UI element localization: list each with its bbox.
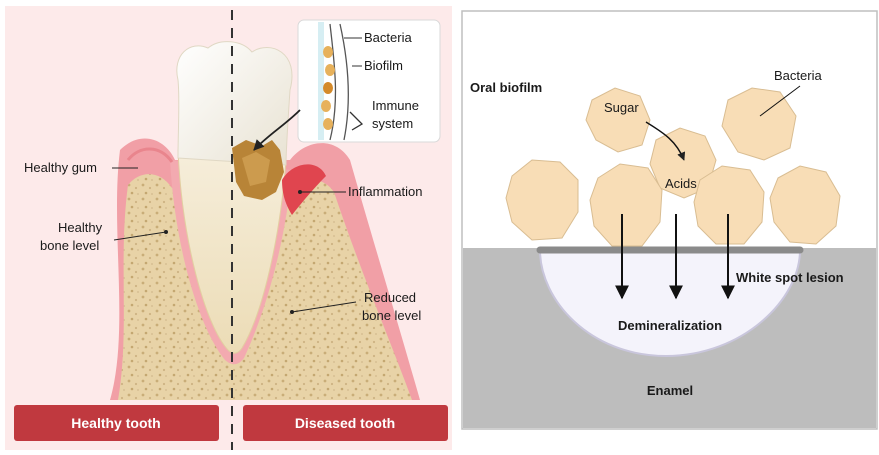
inset-bacterium <box>323 46 333 58</box>
bacterium-cell <box>590 164 662 246</box>
inset-bacterium <box>323 118 333 130</box>
inset-bacteria-label: Bacteria <box>364 30 412 45</box>
healthy-bone-label-line1: Healthy <box>58 220 103 235</box>
acids-label: Acids <box>665 176 697 191</box>
leader-dot <box>290 310 294 314</box>
healthy-bone-label-line2: bone level <box>40 238 99 253</box>
reduced-bone-label-line2: bone level <box>362 308 421 323</box>
inset-biofilm-label: Biofilm <box>364 58 403 73</box>
oral-biofilm-label: Oral biofilm <box>470 80 542 95</box>
inset-tooth-surface <box>318 22 324 140</box>
white-spot-lesion-label: White spot lesion <box>736 270 844 285</box>
leader-dot <box>164 230 168 234</box>
healthy-tooth-banner-label: Healthy tooth <box>71 415 160 431</box>
inflammation-label: Inflammation <box>348 184 422 199</box>
leader-dot <box>298 190 302 194</box>
diseased-tooth-banner-label: Diseased tooth <box>295 415 395 431</box>
inset-bacterium <box>321 100 331 112</box>
sugar-label: Sugar <box>604 100 639 115</box>
inset-bacterium <box>325 64 335 76</box>
enamel-label: Enamel <box>647 383 693 398</box>
bacteria-label: Bacteria <box>774 68 822 83</box>
right-panel: Oral biofilm Bacteria Sugar Acids White … <box>462 11 877 429</box>
reduced-bone-label-line1: Reduced <box>364 290 416 305</box>
demineralization-label: Demineralization <box>618 318 722 333</box>
left-panel: Bacteria Biofilm Immune system Healthy g… <box>5 6 452 450</box>
inset-immune-label-line1: Immune <box>372 98 419 113</box>
biofilm-inset: Bacteria Biofilm Immune system <box>298 20 440 142</box>
healthy-gum-label: Healthy gum <box>24 160 97 175</box>
inset-bacterium <box>323 82 333 94</box>
inset-immune-label-line2: system <box>372 116 413 131</box>
